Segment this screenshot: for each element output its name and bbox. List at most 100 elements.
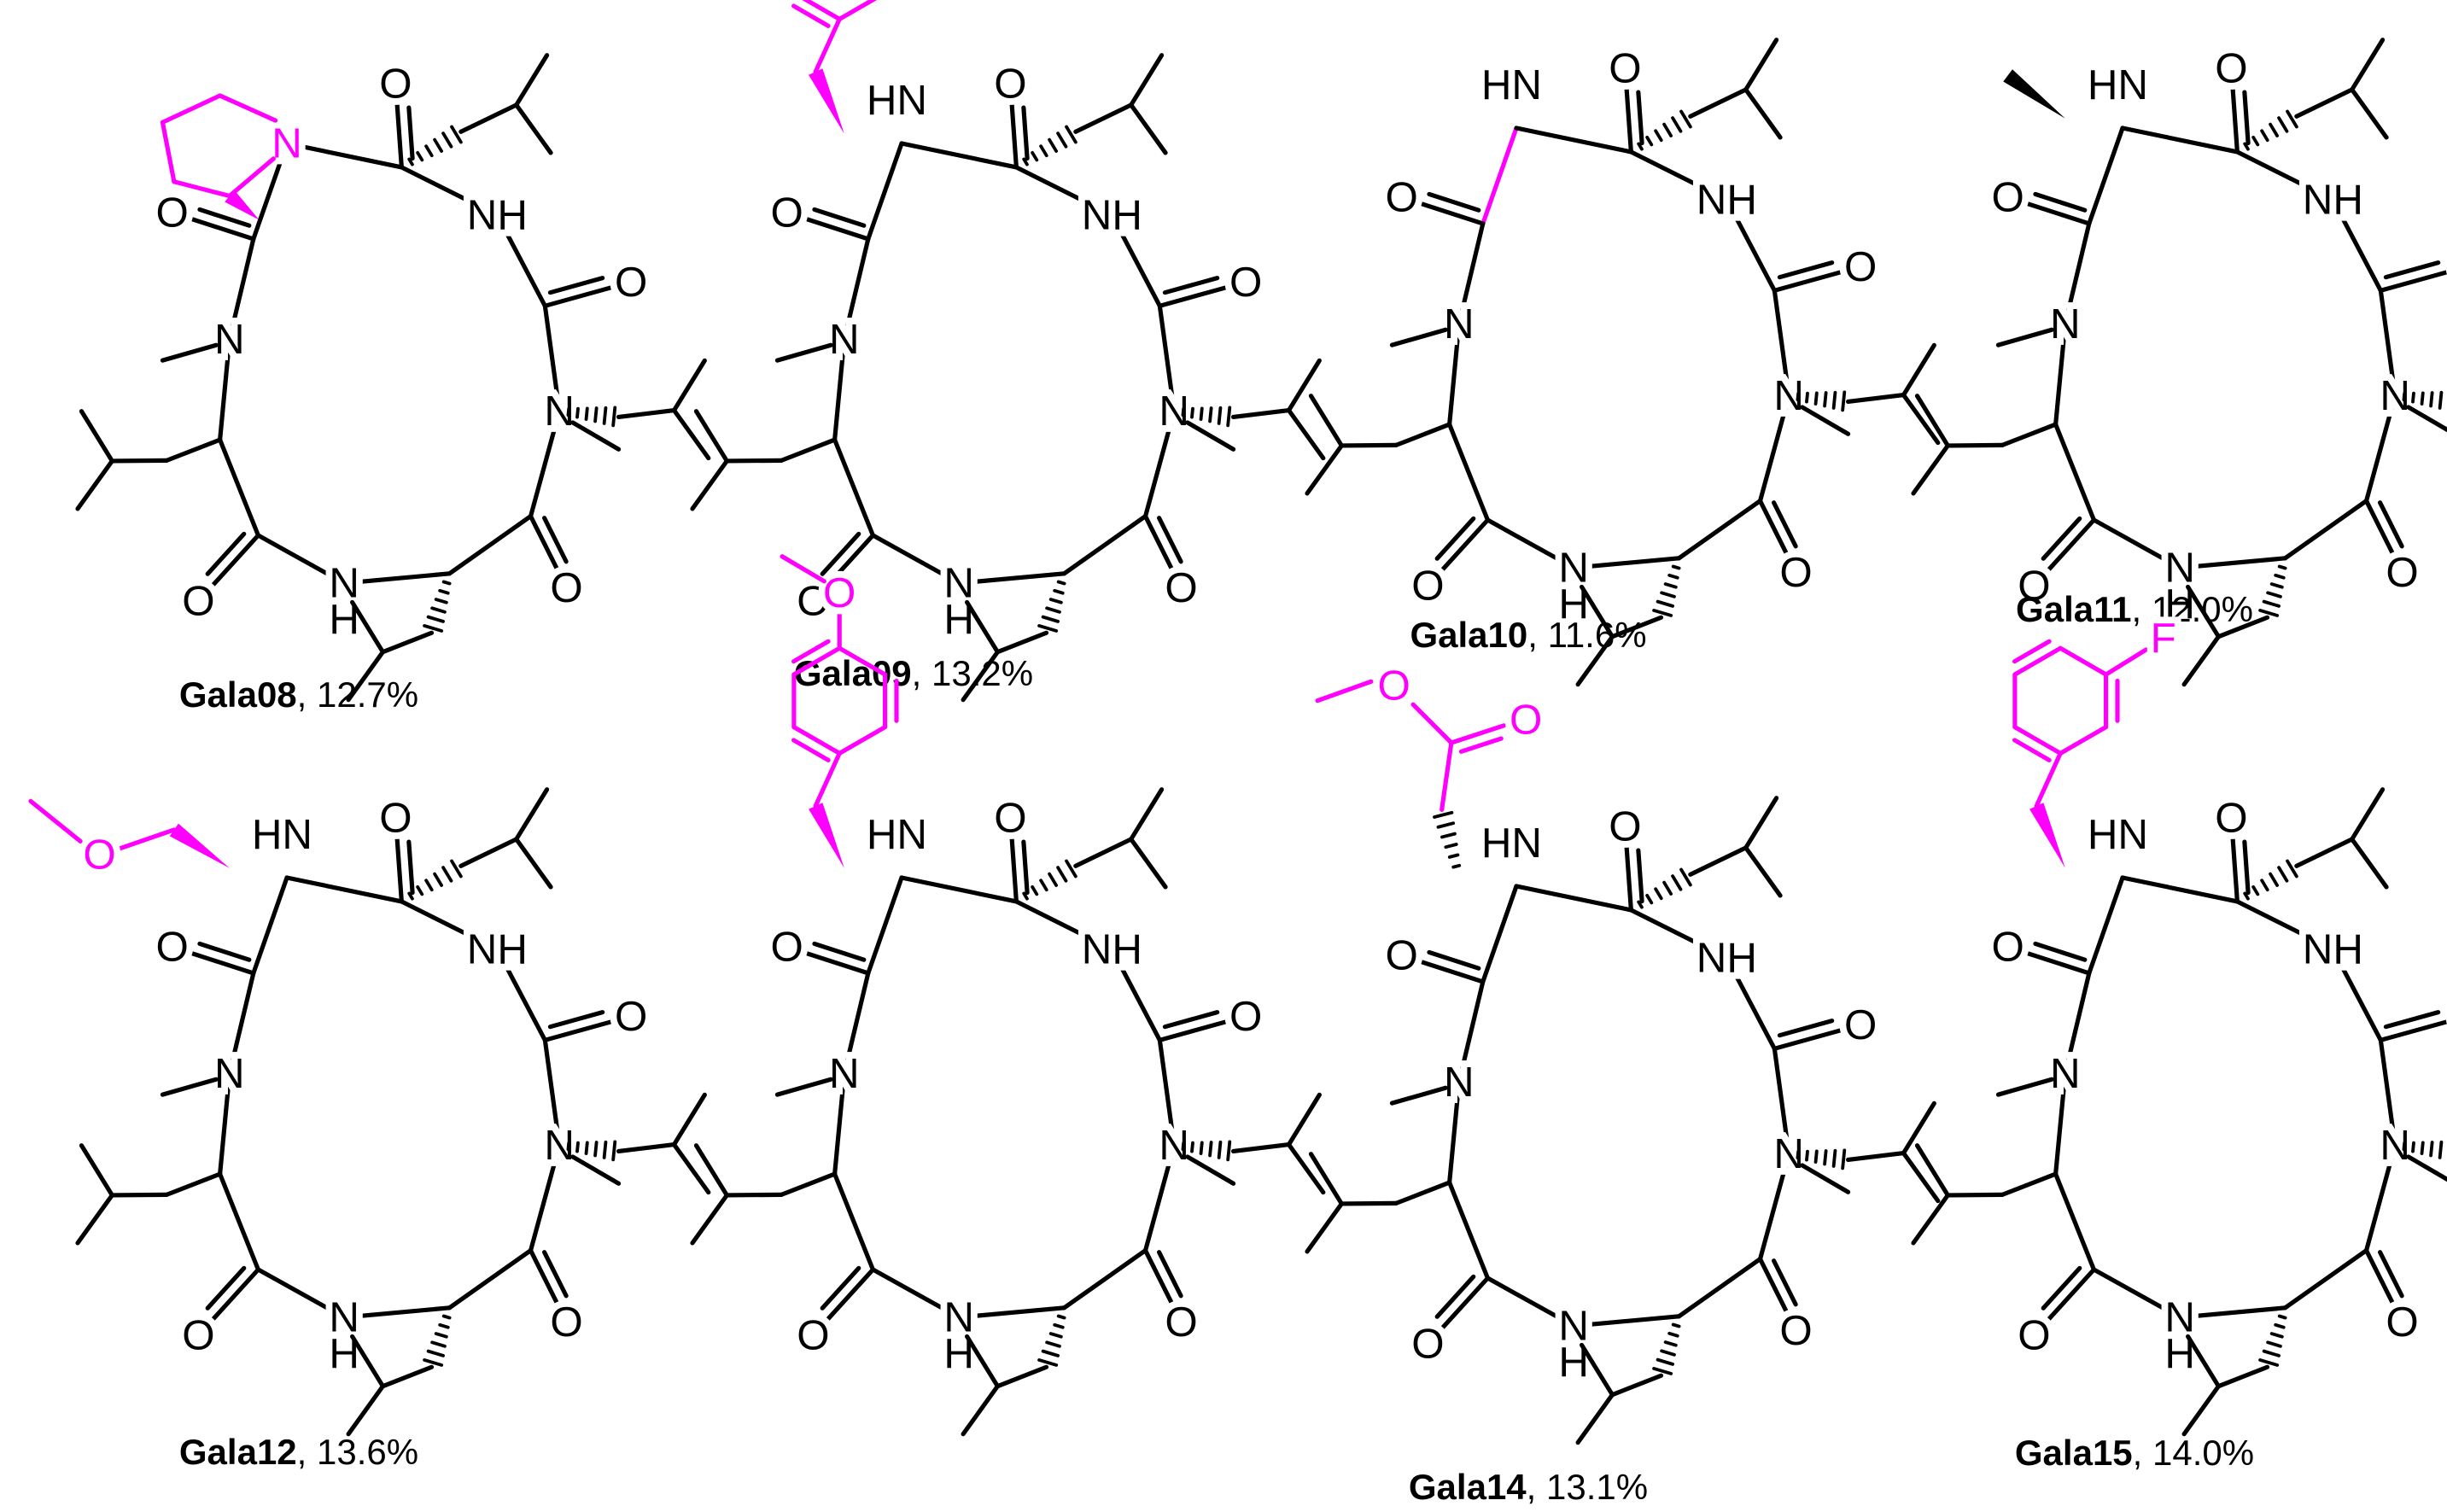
double-bond	[1157, 284, 1231, 308]
oxygen-label: O	[550, 564, 582, 611]
ring-bond	[542, 303, 562, 414]
bond	[1286, 1142, 1326, 1195]
bond	[458, 837, 519, 868]
ring-bond	[528, 1142, 562, 1253]
methyl-bond	[570, 1154, 622, 1186]
hash-bond	[575, 1141, 580, 1153]
double-bond	[1458, 736, 1504, 754]
oxygen-label: O	[2018, 1312, 2050, 1359]
double-bond	[394, 97, 404, 170]
hash-bond	[1660, 1349, 1676, 1357]
hash-bond	[2277, 564, 2287, 570]
bond	[961, 650, 1001, 703]
ring-bond	[1157, 303, 1177, 414]
amide-h-label: H	[1558, 581, 1589, 628]
double-bond	[791, 3, 831, 28]
hash-bond	[1841, 1148, 1847, 1170]
double-bond	[2012, 645, 2063, 677]
ring-bond	[251, 875, 289, 976]
amide-h-label: H	[2164, 1330, 2195, 1377]
pyrrolidine-bond	[227, 156, 276, 199]
aryl-bond	[837, 725, 888, 756]
ether-oxygen-label: O	[83, 832, 115, 879]
oxygen-label: O	[155, 190, 188, 236]
bond	[2103, 647, 2149, 677]
hash-bond	[2274, 1322, 2286, 1329]
bond	[79, 409, 114, 464]
hash-bond	[2243, 142, 2250, 151]
oxygen-label: O	[1385, 932, 1417, 979]
structure-svg: OOOOOOOOOONNNNNHNHNNHHHNHNFF	[1911, 608, 2447, 1437]
hash-bond	[602, 406, 608, 425]
bond	[1845, 393, 1907, 405]
double-bond	[1427, 191, 1481, 213]
bond	[28, 798, 83, 844]
hn-label: HN	[2088, 61, 2148, 108]
oxygen-label: O	[2215, 794, 2247, 841]
bond	[1305, 1201, 1344, 1254]
hash-bond	[1190, 406, 1194, 419]
n-methyl-label: N	[1773, 1130, 1804, 1177]
amide-h-label: H	[943, 1330, 974, 1377]
hash-bond	[441, 131, 453, 149]
double-bond	[2043, 517, 2096, 575]
double-bond	[1449, 723, 1507, 745]
oxygen-label: O	[994, 60, 1026, 107]
ring-bond	[1628, 908, 1729, 960]
ring-bond	[1457, 979, 1486, 1085]
bond	[116, 827, 177, 851]
n-methyl-label: N	[2380, 1122, 2410, 1169]
ring-bond	[1485, 1276, 1576, 1328]
hash-bond	[1045, 606, 1061, 614]
ring-bond	[2378, 1037, 2397, 1148]
ring-bond	[251, 141, 289, 242]
hash-bond	[1045, 1340, 1061, 1348]
double-bond	[1434, 1274, 1476, 1319]
double-bond	[2041, 1265, 2082, 1311]
hash-bond	[2402, 1141, 2407, 1152]
hash-bond	[1679, 109, 1692, 129]
oxygen-label: O	[1229, 259, 1262, 306]
hn-label: HN	[2088, 811, 2148, 858]
bond	[995, 1364, 1049, 1389]
ring-bond	[399, 165, 499, 218]
double-bond	[822, 533, 875, 591]
bond	[1743, 796, 1779, 850]
oxygen-label: O	[994, 794, 1026, 841]
double-bond	[1009, 97, 1019, 170]
hash-bond	[416, 884, 424, 896]
ester-oxygen-label: O	[1378, 662, 1410, 709]
double-bond	[1142, 1248, 1177, 1311]
double-bond	[2378, 1019, 2447, 1042]
ring-bond	[1013, 165, 1114, 218]
ring-bond	[842, 971, 871, 1077]
double-bond	[2378, 1250, 2404, 1299]
double-bond	[1021, 105, 1030, 161]
bond	[164, 437, 223, 463]
hash-bond	[1637, 900, 1644, 909]
hash-bond	[1831, 1148, 1837, 1168]
bond	[1129, 787, 1165, 842]
amide-nh-label: NH	[2303, 925, 2363, 972]
bond	[1901, 1151, 1941, 1204]
amide-n-label: N	[329, 560, 359, 607]
ring-bond	[218, 1171, 260, 1272]
ring-bond	[218, 336, 232, 442]
double-bond	[2242, 839, 2251, 896]
bond	[961, 1384, 1001, 1437]
bond	[1286, 358, 1322, 413]
ring-bond	[284, 141, 404, 170]
hash-bond	[1671, 1322, 1681, 1328]
ring-bond	[494, 213, 547, 308]
oxygen-label: O	[2215, 794, 2247, 841]
bond	[616, 408, 677, 420]
hash-bond	[575, 406, 580, 419]
ring-bond	[2120, 875, 2240, 904]
bond	[1901, 342, 1936, 398]
oxygen-label: O	[797, 578, 829, 625]
compound-caption: Gala10, 11.6%	[1229, 615, 1827, 656]
hash-bond	[1671, 874, 1683, 891]
oxygen-label: O	[1385, 174, 1417, 221]
double-bond	[1427, 949, 1481, 971]
double-bond	[801, 949, 871, 976]
